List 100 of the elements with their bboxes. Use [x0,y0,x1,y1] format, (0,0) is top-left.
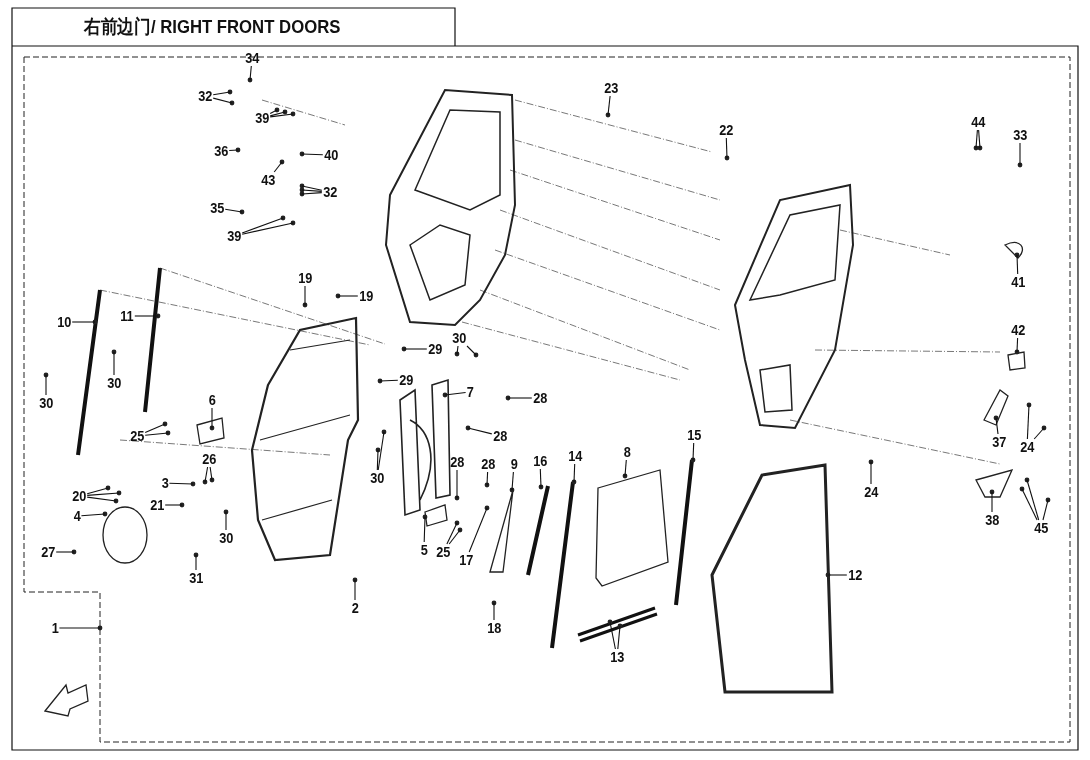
leader-line [607,95,611,116]
callout-number: 2 [351,600,359,616]
callout-number: 10 [56,314,71,330]
leader-line [86,496,117,502]
leader-line [995,417,999,435]
leader-line [978,129,981,149]
callout-number: 45 [1033,520,1048,536]
title: 右前边门/ RIGHT FRONT DOORS [84,15,341,39]
leader-line [144,423,166,434]
leader-line [301,153,324,156]
callout-number: 32 [322,184,337,200]
leader-line [403,348,428,350]
leader-line [991,491,993,513]
leader-line [376,449,379,471]
leader-line [466,345,477,356]
leader-line [71,321,96,323]
leader-line [269,111,286,117]
callout-number: 28 [480,456,495,472]
leader-line [467,427,493,435]
callout-number: 41 [1010,274,1025,290]
callout-number: 39 [226,228,241,244]
leader-line [80,513,106,517]
leader-line [249,65,252,81]
leader-line [304,285,306,306]
callout-number: 20 [71,488,86,504]
leader-line [507,397,533,399]
callout-number: 21 [149,497,164,513]
leader-line [86,492,120,496]
leader-line [870,461,872,485]
leader-line [195,554,197,571]
leader-line [539,468,542,488]
leader-line [1016,337,1019,353]
leader-line [86,487,109,495]
callout-number: 6 [208,392,216,408]
callout-number: 16 [532,453,547,469]
callout-number: 7 [466,384,474,400]
leader-line [45,374,47,396]
callout-number: 11 [120,308,134,324]
callout-number: 30 [451,330,466,346]
leader-line [164,504,183,506]
callout-number: 28 [449,454,464,470]
leader-line [225,511,227,531]
callout-number: 25 [129,428,144,444]
callout-number: 30 [218,530,233,546]
callout-number: 30 [38,395,53,411]
leader-line [456,345,459,355]
callout-number: 30 [106,375,121,391]
leader-line [975,129,978,149]
callout-number: 26 [201,451,216,467]
leader-line [301,185,323,191]
callout-number: 14 [567,448,582,464]
leader-line [211,407,213,429]
leader-line [273,161,283,173]
leader-line [444,391,467,396]
leader-line [228,149,239,152]
leader-line [134,315,159,317]
callout-number: 28 [492,428,507,444]
leader-line [209,466,213,481]
callout-number: 29 [398,372,413,388]
callout-number: 1 [51,620,59,636]
callout-number: 30 [369,470,384,486]
leader-line [725,137,728,159]
callout-number: 43 [260,172,275,188]
leader-line [1021,488,1038,521]
callout-number: 12 [847,567,862,583]
callout-number: 19 [297,270,312,286]
leader-line [1016,254,1019,275]
leader-line [269,109,278,115]
leader-line [354,579,356,601]
leader-line [1042,499,1049,521]
leader-line [1026,479,1040,521]
leader-line [301,192,323,195]
callout-number: 27 [40,544,55,560]
leader-line [692,442,695,461]
leader-line [269,113,294,118]
leader-line [224,208,243,213]
callout-number: 15 [686,427,701,443]
callout-number: 35 [209,200,224,216]
callout-number: 28 [532,390,547,406]
callout-number: 36 [213,143,228,159]
callout-number: 37 [991,434,1006,450]
leader-line [241,222,294,235]
leader-line [448,529,461,545]
leader-line [241,217,284,234]
leader-line [1026,404,1030,440]
leader-line [204,466,209,483]
leader-line [212,91,231,96]
callout-number: 18 [486,620,501,636]
leader-line [377,431,385,471]
leader-line [58,627,101,629]
callout-number: 29 [427,341,442,357]
leader-line [486,471,489,486]
callout-number: 33 [1012,127,1027,143]
callout-number: 4 [73,508,81,524]
leader-line [624,459,627,477]
callout-number: 3 [161,475,169,491]
leader-line [423,516,426,543]
leader-line [337,295,359,297]
leader-line [212,97,233,104]
callout-number: 19 [358,288,373,304]
